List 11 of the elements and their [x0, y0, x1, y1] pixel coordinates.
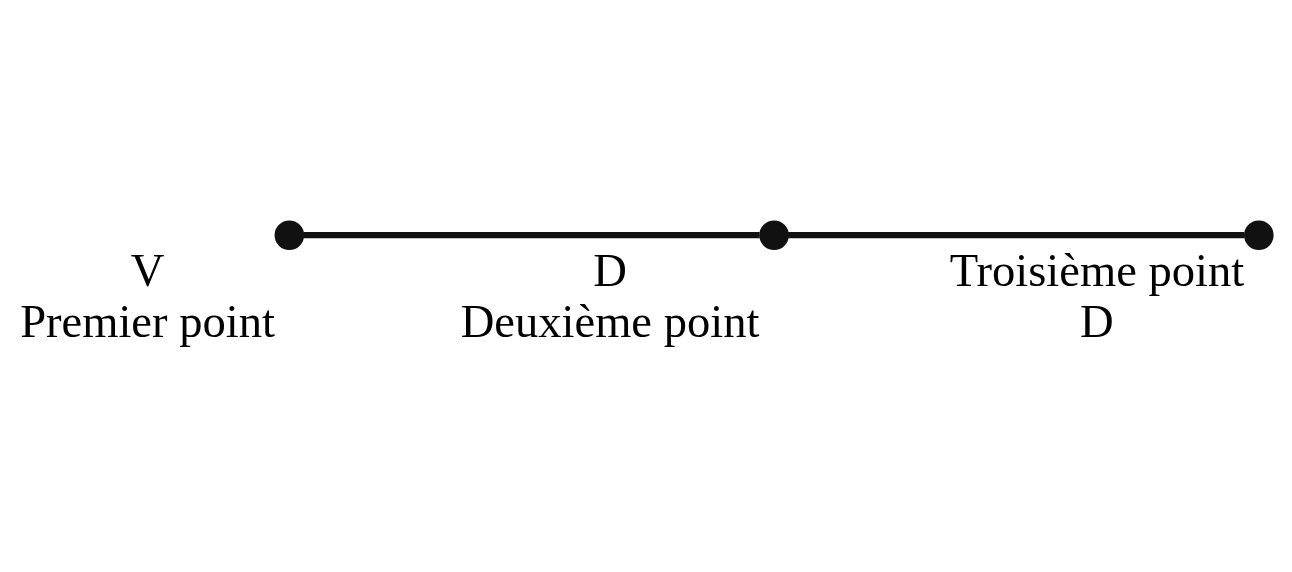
- connector: [303, 232, 760, 239]
- node-label: Premier point: [20, 295, 275, 347]
- connector: [788, 232, 1245, 239]
- node-label: D: [593, 245, 627, 297]
- node-label: Deuxième point: [460, 295, 760, 347]
- node-label: Troisième point: [949, 245, 1245, 297]
- node-circle: [1244, 220, 1274, 250]
- node-circle: [759, 220, 789, 250]
- node-label: V: [130, 245, 165, 297]
- node-circle: [274, 220, 305, 250]
- node-label: D: [1080, 295, 1114, 347]
